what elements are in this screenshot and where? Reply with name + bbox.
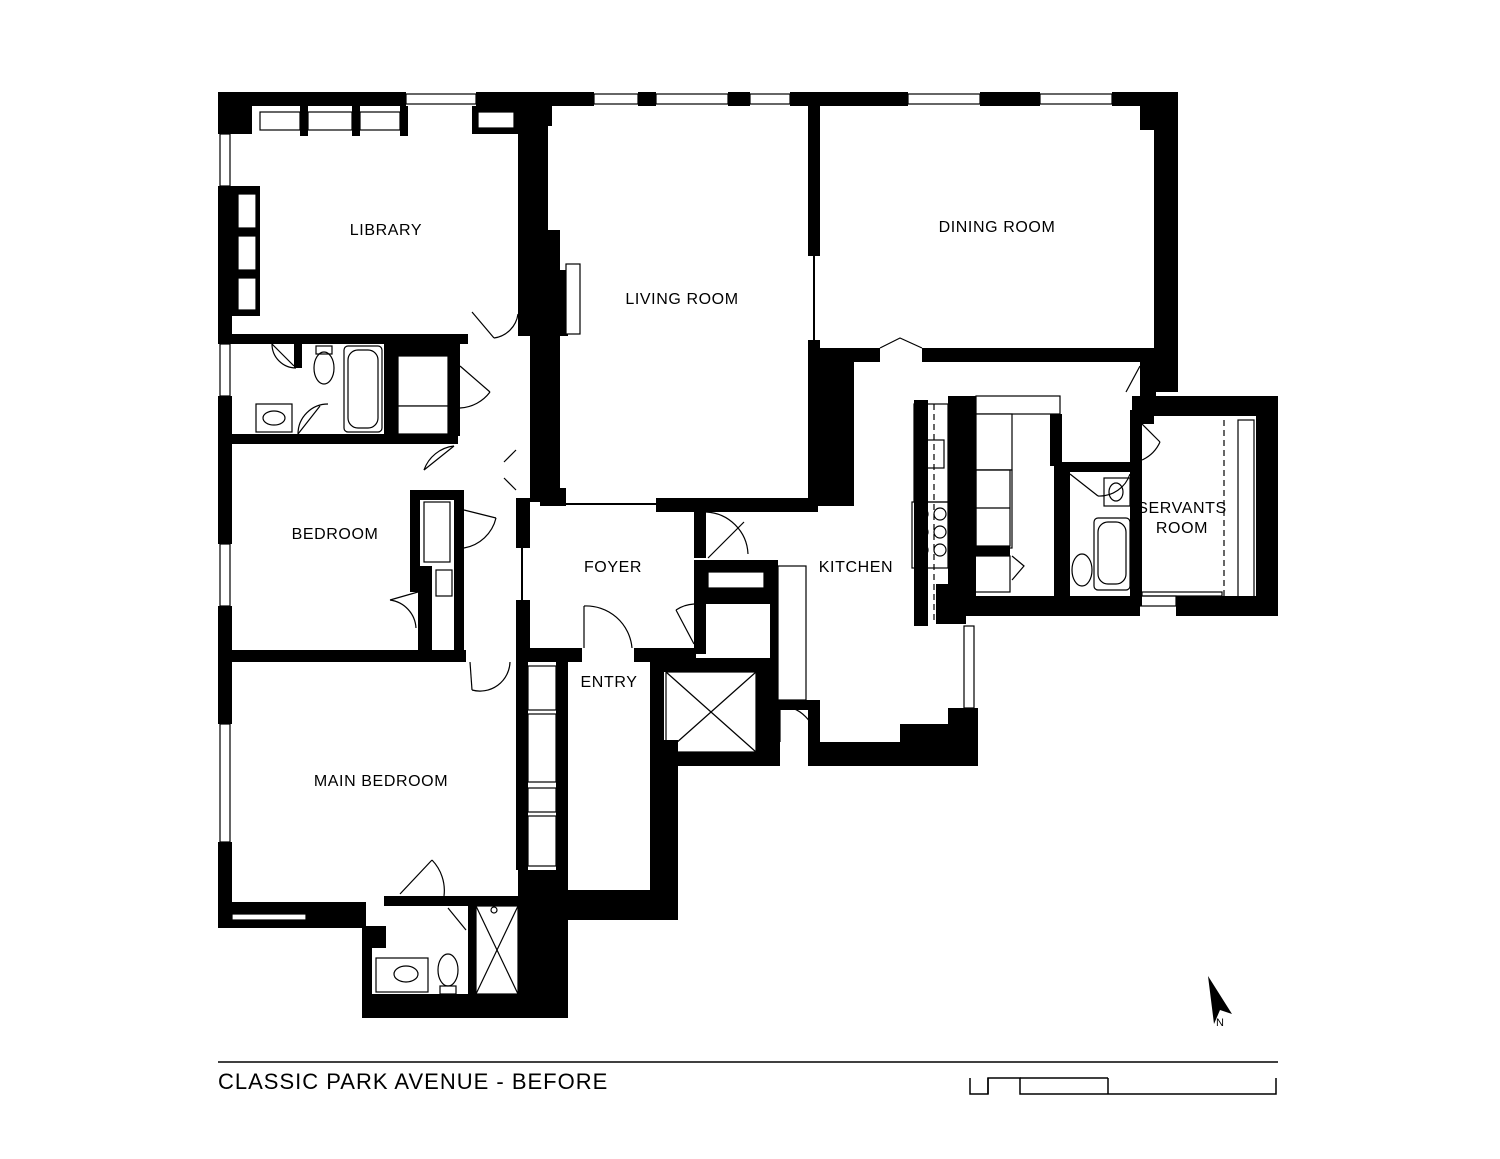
label-foyer: FOYER (584, 559, 642, 576)
label-entry: ENTRY (581, 674, 638, 691)
label-library: LIBRARY (350, 222, 422, 239)
label-main-bedroom: MAIN BEDROOM (314, 773, 448, 790)
label-servants-room-2: ROOM (1156, 520, 1208, 537)
north-arrow-icon: N (1208, 976, 1232, 1029)
label-bedroom: BEDROOM (292, 526, 379, 543)
room-labels: LIBRARY LIVING ROOM DINING ROOM BEDROOM … (292, 219, 1227, 790)
label-servants-room-1: SERVANTS (1137, 500, 1227, 517)
label-kitchen: KITCHEN (819, 559, 893, 576)
label-dining-room: DINING ROOM (939, 219, 1056, 236)
doors (271, 311, 1161, 931)
fixtures (255, 345, 1225, 995)
exterior-walls (218, 92, 1278, 1018)
scale-bar (969, 1077, 1277, 1095)
interior-walls (232, 106, 1156, 996)
title-block: CLASSIC PARK AVENUE - BEFORE (218, 1061, 1278, 1095)
label-living-room: LIVING ROOM (625, 291, 738, 308)
north-label: N (1216, 1017, 1224, 1029)
plan-title: CLASSIC PARK AVENUE - BEFORE (218, 1069, 608, 1094)
